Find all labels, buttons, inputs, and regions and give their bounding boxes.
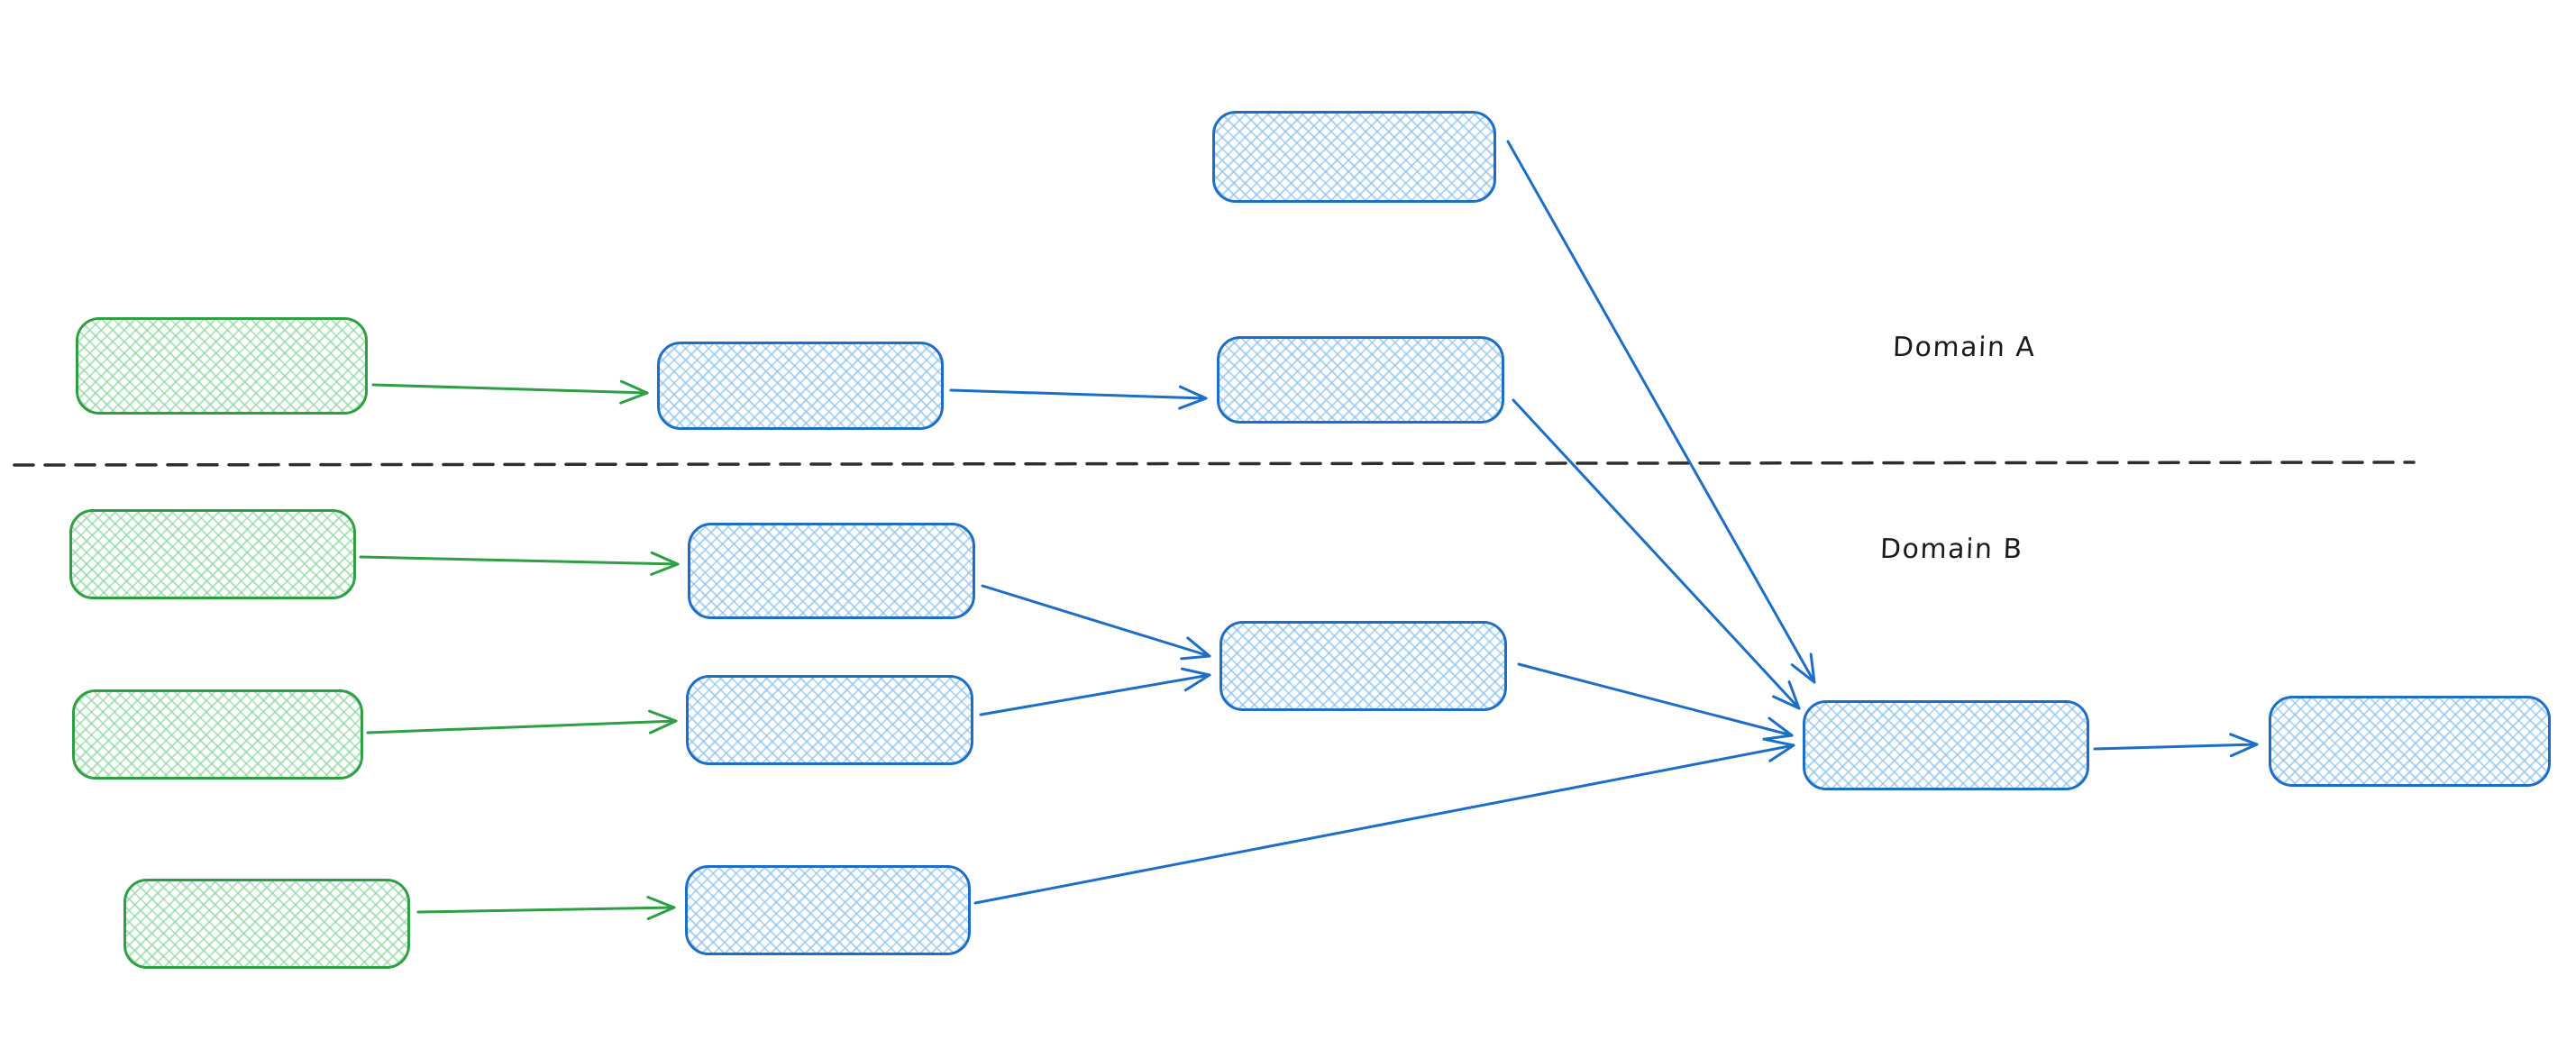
source-a-node[interactable] (76, 317, 368, 415)
source-b2-node[interactable] (72, 689, 363, 780)
edge-process-a2-to-aggregator (1512, 398, 1801, 710)
edge-source-b1-to-process-b1 (359, 551, 680, 576)
edge-process-b1-to-merge-b (981, 584, 1211, 661)
domain-divider-line (13, 461, 2416, 467)
edge-process-b2-to-merge-b (979, 667, 1211, 716)
edge-source-a-to-process-a1 (371, 379, 649, 405)
aggregator-node[interactable] (1803, 700, 2089, 790)
source-b1-node[interactable] (69, 509, 356, 599)
edge-process-b3-to-aggregator (973, 738, 1795, 905)
edge-source-b2-to-process-b2 (366, 709, 678, 734)
merge-b-node[interactable] (1219, 621, 1507, 711)
domain-a-label[interactable]: Domain A (1892, 332, 2037, 363)
process-b2-node[interactable] (686, 675, 973, 765)
edge-source-b3-to-process-b3 (416, 896, 676, 921)
source-b3-node[interactable] (123, 879, 410, 969)
standalone-a-node[interactable] (1212, 111, 1496, 203)
process-b1-node[interactable] (688, 523, 975, 619)
edge-merge-b-to-aggregator (1517, 662, 1794, 741)
edge-aggregator-to-output (2093, 733, 2259, 758)
domain-b-label[interactable]: Domain B (1879, 534, 2024, 565)
process-a2-node[interactable] (1217, 336, 1504, 424)
edge-process-a1-to-process-a2 (949, 385, 1208, 410)
process-b3-node[interactable] (685, 865, 971, 955)
edge-standalone-a-to-aggregator (1506, 140, 1816, 684)
output-node[interactable] (2269, 696, 2551, 787)
process-a1-node[interactable] (657, 342, 944, 430)
